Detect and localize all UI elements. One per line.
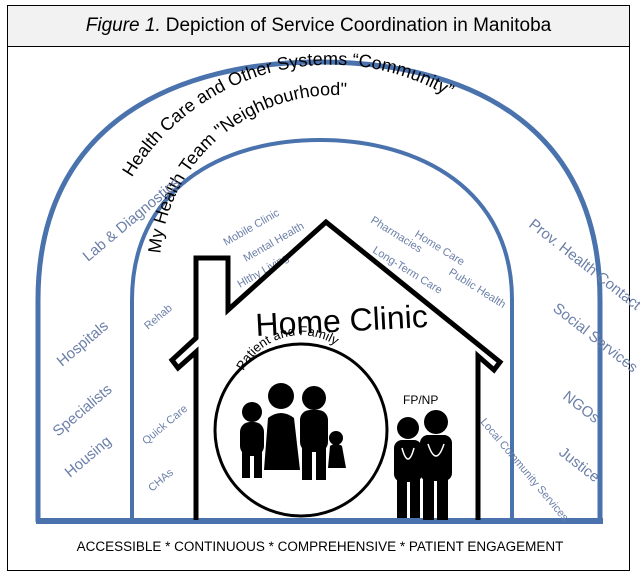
base-bar xyxy=(36,518,603,524)
house-outline xyxy=(168,218,504,520)
outer-right-social: Social Services xyxy=(550,300,640,377)
outer-left-specialists: Specialists xyxy=(50,381,116,440)
figure-title: Depiction of Service Coordination in Man… xyxy=(165,15,552,36)
outer-arch-title: Health Care and Other Systems “Community… xyxy=(118,49,457,180)
roof-public-health: Public Health xyxy=(446,266,507,311)
inner-left-quickcare: Quick Care xyxy=(140,403,190,448)
family-icon xyxy=(240,383,346,480)
outer-left-hospitals: Hospitals xyxy=(54,317,112,370)
inner-right-local-services: Local Community Services xyxy=(478,416,571,524)
outer-arch xyxy=(35,59,603,522)
outer-right-justice: Justice xyxy=(556,444,603,486)
provider-label: FP/NP xyxy=(403,393,438,407)
inner-left-chas: CHAs xyxy=(146,466,176,494)
inner-arch xyxy=(130,137,514,520)
inner-left-rehab: Rehab xyxy=(142,302,175,332)
principles-footer: ACCESSIBLE * CONTINUOUS * COMPREHENSIVE … xyxy=(77,539,564,554)
doctor-icon xyxy=(394,410,452,520)
outer-right-prov-health: Prov. Health Contact Ctre xyxy=(526,216,640,334)
figure-number: Figure 1. xyxy=(85,15,161,36)
outer-left-housing: Housing xyxy=(62,433,115,481)
figure-caption: Figure 1. Depiction of Service Coordinat… xyxy=(8,6,629,47)
outer-right-ngos: NGOs xyxy=(560,388,603,427)
